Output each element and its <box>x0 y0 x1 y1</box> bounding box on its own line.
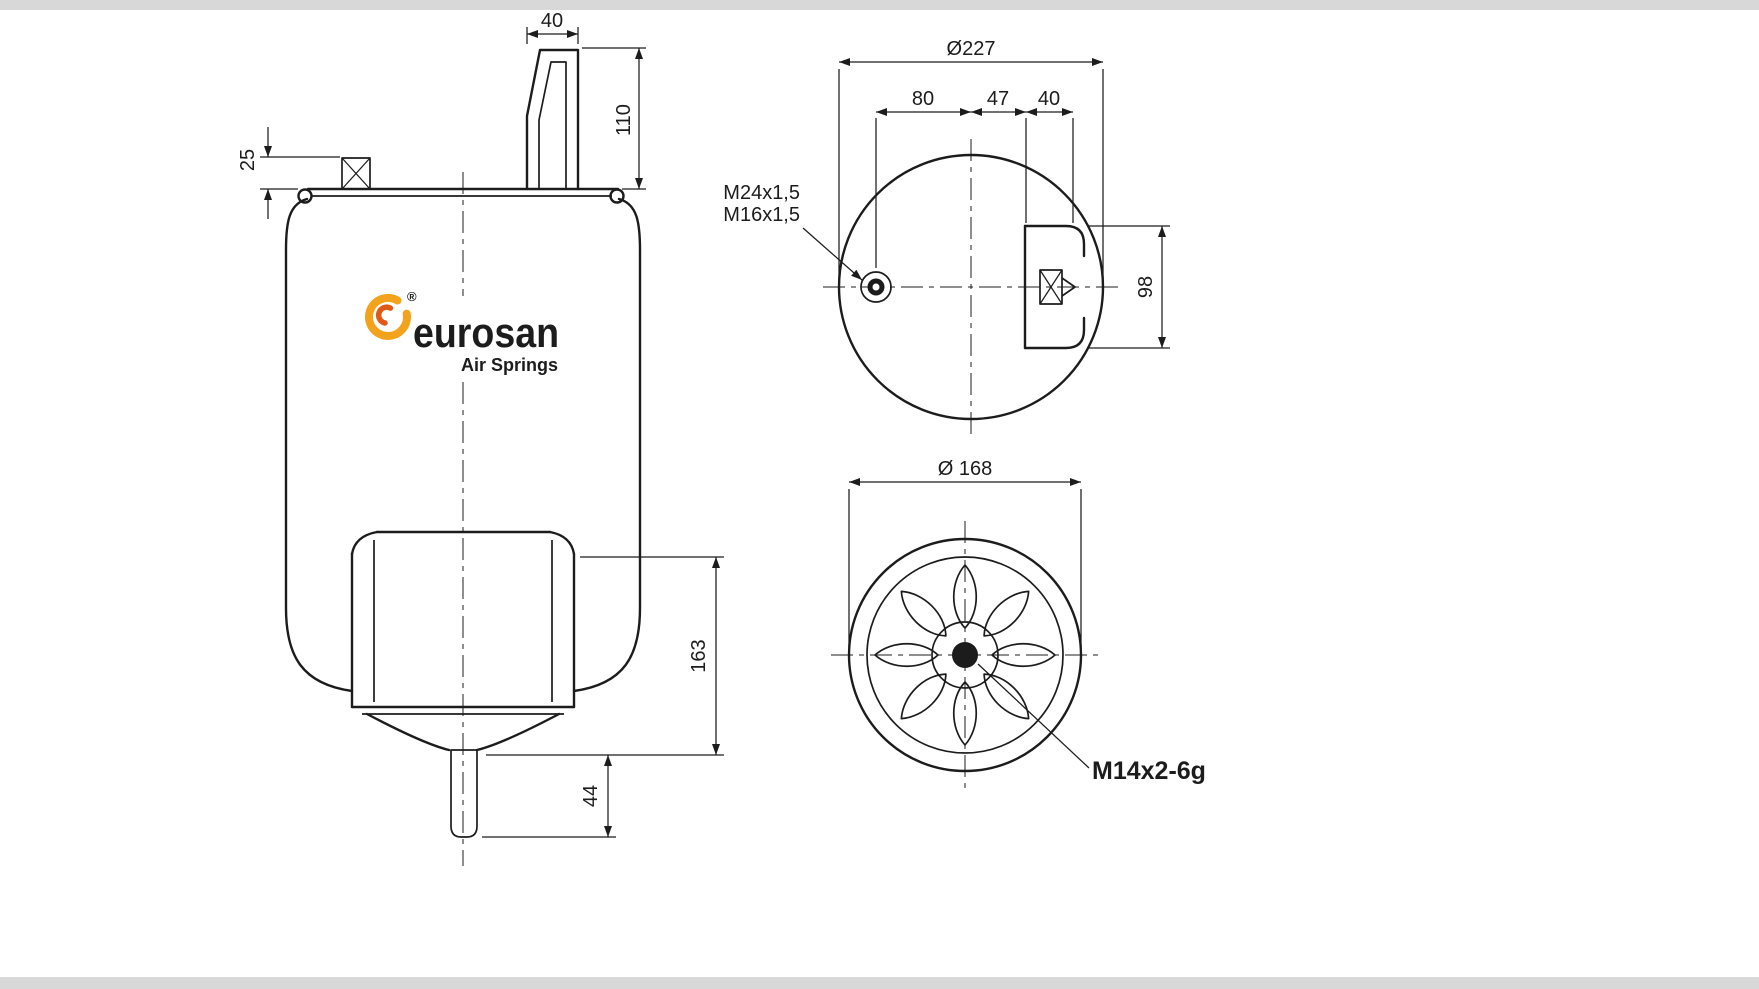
dim-bracket-height-98: 98 <box>1087 225 1170 349</box>
dim-bracket-height-label: 110 <box>613 104 635 136</box>
piston-rib-pattern <box>874 564 1056 746</box>
dim-chain-80-47-40: 80 47 40 <box>875 88 1074 268</box>
logo-swirl-inner-icon <box>375 304 394 326</box>
dim-stud-height-label: 25 <box>237 149 259 171</box>
dim-outer-diameter-227: Ø227 <box>838 38 1104 283</box>
bottom-stud <box>450 749 478 838</box>
side-view: 40 110 25 163 44 <box>237 10 724 866</box>
dim-top-width: 40 <box>526 10 579 44</box>
dim-bracket-offset-label: 40 <box>1038 88 1060 110</box>
air-stud <box>341 157 371 190</box>
dim-top-width-label: 40 <box>541 10 563 32</box>
bottom-view-inner-circle <box>866 556 1064 754</box>
center-stud-hole <box>952 642 978 668</box>
dim-168-label: Ø 168 <box>938 458 992 480</box>
top-border-strip <box>0 0 1759 10</box>
registered-mark: ® <box>407 289 417 304</box>
logo-swirl-icon <box>365 293 411 340</box>
dim-stud-height: 25 <box>237 127 340 219</box>
air-port <box>860 271 892 303</box>
top-view: Ø227 80 47 40 M24x1,5 M16x1,5 <box>723 38 1170 437</box>
bellows-outline <box>284 197 642 693</box>
side-bracket <box>1023 224 1086 350</box>
port-thread-label-2: M16x1,5 <box>723 204 800 226</box>
dim-piston-height: 163 <box>486 556 724 756</box>
brand-tagline: Air Springs <box>461 355 558 375</box>
dim-bottom-stud-label: 44 <box>580 785 602 807</box>
port-thread-label-1: M24x1,5 <box>723 182 800 204</box>
top-bracket <box>525 48 580 191</box>
stud-thread-callout: M14x2-6g <box>977 663 1206 785</box>
bottom-view: Ø 168 M14x2-6g <box>831 458 1206 789</box>
bracket-bolt <box>1039 269 1076 305</box>
piston-outline <box>350 530 576 752</box>
brand-name: eurosan <box>413 309 559 356</box>
dim-bracket-height: 110 <box>582 47 646 190</box>
dim-port-offset-label: 80 <box>912 88 934 110</box>
dim-98-label: 98 <box>1135 276 1157 298</box>
bottom-border-strip <box>0 977 1759 989</box>
dim-outer-diameter-label: Ø227 <box>947 38 996 60</box>
port-thread-callout: M24x1,5 M16x1,5 <box>723 182 863 281</box>
dim-bottom-stud: 44 <box>482 755 616 838</box>
stud-thread-label: M14x2-6g <box>1092 757 1206 785</box>
dim-center-offset-label: 47 <box>987 88 1009 110</box>
brand-logo: ® eurosan Air Springs <box>365 289 559 375</box>
top-plate <box>297 187 625 204</box>
dim-piston-height-label: 163 <box>688 639 710 672</box>
dim-outer-diameter-168: Ø 168 <box>848 458 1082 650</box>
